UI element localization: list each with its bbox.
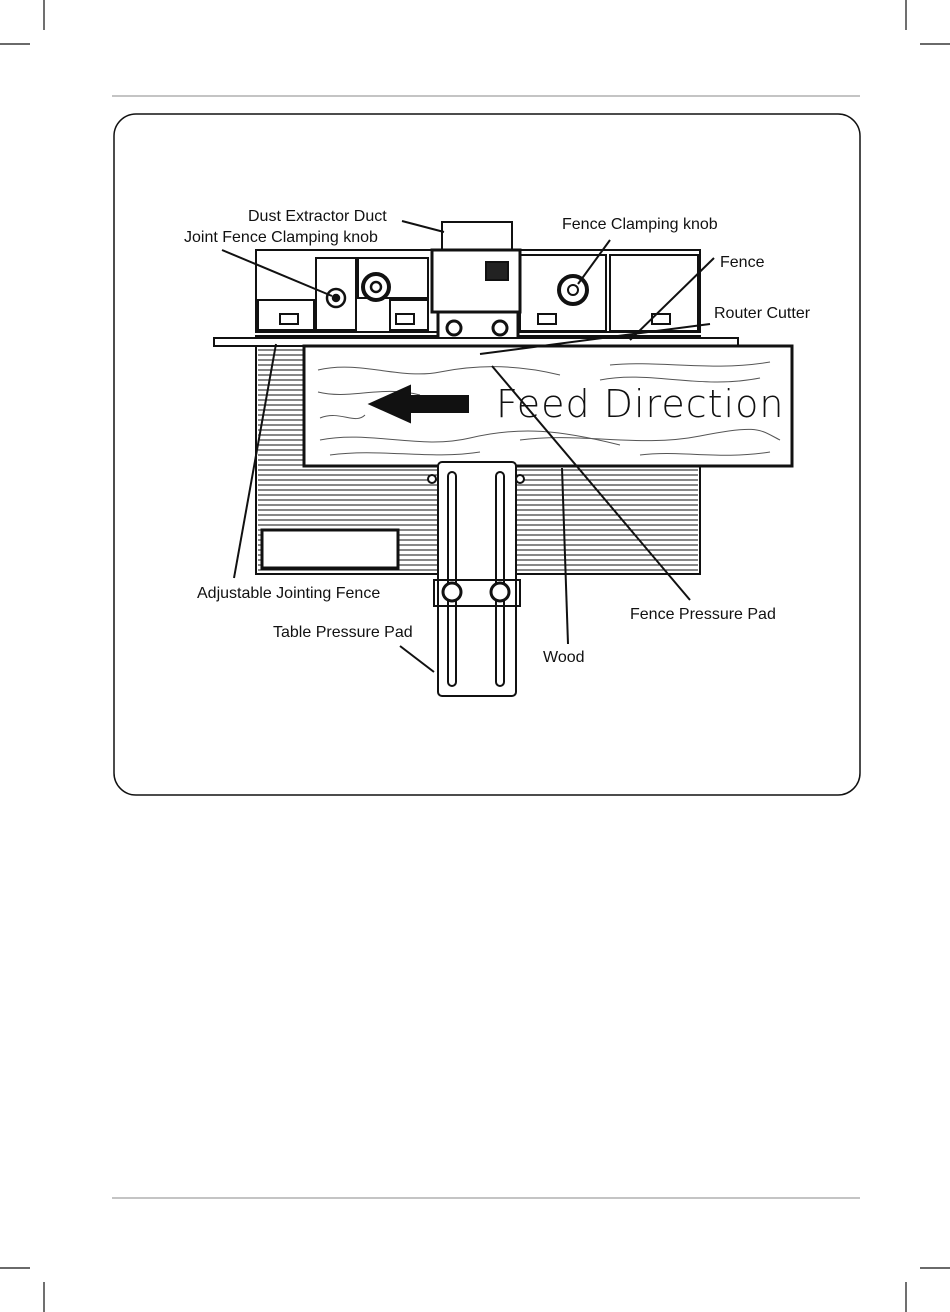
label-feed-direction: Feed Direction	[496, 384, 784, 424]
label-fence-pressure-pad: Fence Pressure Pad	[630, 606, 776, 624]
label-wood: Wood	[543, 649, 585, 667]
label-dust-extractor-duct: Dust Extractor Duct	[248, 208, 387, 226]
label-table-pressure-pad: Table Pressure Pad	[273, 624, 413, 642]
label-fence-clamping-knob: Fence Clamping knob	[562, 216, 718, 234]
table-insert-slot	[262, 530, 398, 568]
label-router-cutter: Router Cutter	[714, 305, 810, 323]
table-pressure-pad	[428, 462, 524, 696]
label-adjustable-jointing-fence: Adjustable Jointing Fence	[197, 585, 380, 603]
label-fence: Fence	[720, 254, 764, 272]
label-joint-fence-clamping-knob: Joint Fence Clamping knob	[184, 229, 378, 247]
fence-clamping-knob	[559, 276, 587, 304]
